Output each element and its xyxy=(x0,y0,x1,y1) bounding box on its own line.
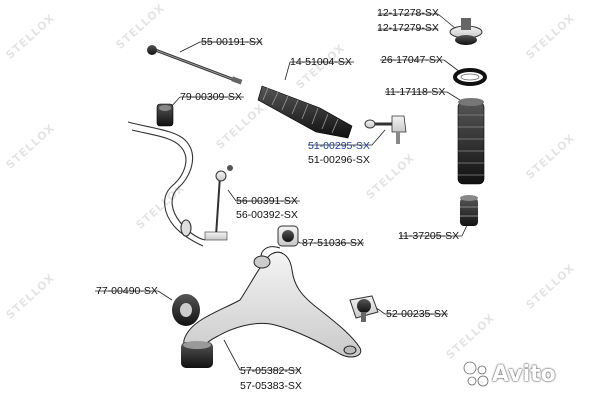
stabilizer-link xyxy=(204,165,233,241)
stabilizer-bushing xyxy=(156,103,174,127)
label-11-17118: 11-17118-SX xyxy=(385,86,446,98)
label-14-51004: 14-51004-SX xyxy=(290,56,352,68)
label-51-00295: 51-00295-SX xyxy=(308,140,370,152)
label-12-17278: 12-17278-SX xyxy=(377,7,439,19)
strut-dust-boot xyxy=(457,98,485,185)
control-arm-bushing xyxy=(277,225,299,247)
label-77-00490: 77-00490-SX xyxy=(96,285,158,297)
inner-tie-rod xyxy=(147,45,243,85)
label-57-05383: 57-05383-SX xyxy=(240,380,302,392)
strut-top-mount xyxy=(449,18,483,45)
label-87-51036: 87-51036-SX xyxy=(302,237,364,249)
label-79-00309: 79-00309-SX xyxy=(180,91,242,103)
label-26-17047: 26-17047-SX xyxy=(381,54,443,66)
bump-stop xyxy=(460,195,478,226)
avito-logo-icon xyxy=(463,361,489,387)
strut-bearing xyxy=(453,68,487,86)
stabilizer-bar xyxy=(127,121,206,247)
label-57-05382: 57-05382-SX xyxy=(240,365,302,377)
avito-watermark: Avito xyxy=(492,362,556,387)
steering-boot xyxy=(257,85,353,139)
label-55-00191: 55-00191-SX xyxy=(201,36,263,48)
label-11-37205: 11-37205-SX xyxy=(398,230,460,242)
label-12-17279: 12-17279-SX xyxy=(377,22,439,34)
ball-joint xyxy=(349,295,379,322)
lower-control-arm xyxy=(181,246,362,361)
label-56-00391: 56-00391-SX xyxy=(236,195,298,207)
label-51-00296: 51-00296-SX xyxy=(308,154,370,166)
label-56-00392: 56-00392-SX xyxy=(236,209,298,221)
label-52-00235: 52-00235-SX xyxy=(386,308,448,320)
lower-arm-bushing xyxy=(172,294,213,368)
tie-rod-end xyxy=(364,115,407,144)
